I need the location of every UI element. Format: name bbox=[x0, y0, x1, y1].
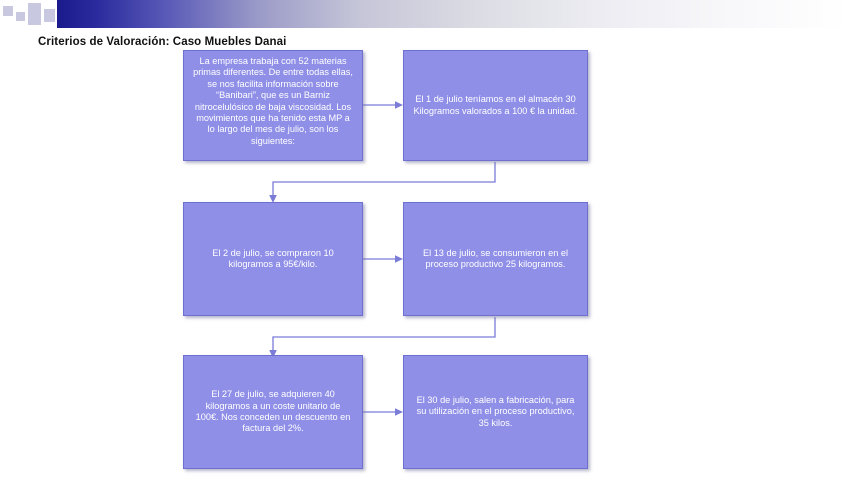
diagram-node-july-27: El 27 de julio, se adquieren 40 kilogram… bbox=[183, 355, 363, 469]
node-text: El 27 de julio, se adquieren 40 kilogram… bbox=[195, 389, 351, 434]
decorative-top-banner bbox=[0, 0, 848, 28]
node-text: El 13 de julio, se consumieron en el pro… bbox=[422, 247, 569, 269]
diagram-node-intro: La empresa trabaja con 52 materias prima… bbox=[183, 50, 363, 161]
node-text: El 30 de julio, salen a fabricación, par… bbox=[416, 394, 575, 428]
diagram-node-july-2: El 2 de julio, se compraron 10 kilogramo… bbox=[183, 202, 363, 316]
banner-square-3 bbox=[28, 3, 41, 25]
banner-square-4 bbox=[44, 9, 55, 22]
diagram-node-july-1: El 1 de julio teníamos en el almacén 30 … bbox=[403, 50, 588, 161]
diagram-node-july-30: El 30 de julio, salen a fabricación, par… bbox=[403, 355, 588, 469]
node-text: La empresa trabaja con 52 materias prima… bbox=[193, 56, 353, 146]
arrow-node3-to-node4 bbox=[363, 252, 405, 266]
banner-square-2 bbox=[16, 12, 25, 21]
banner-gradient-bar bbox=[57, 0, 848, 28]
page-title: Criterios de Valoración: Caso Muebles Da… bbox=[38, 36, 287, 48]
diagram-node-july-13: El 13 de julio, se consumieron en el pro… bbox=[403, 202, 588, 316]
arrow-node4-to-node5 bbox=[265, 315, 505, 361]
arrow-node5-to-node6 bbox=[363, 405, 405, 419]
arrow-node2-to-node3 bbox=[265, 160, 505, 206]
node-text: El 2 de julio, se compraron 10 kilogramo… bbox=[212, 247, 334, 269]
node-text: El 1 de julio teníamos en el almacén 30 … bbox=[413, 94, 578, 116]
banner-square-1 bbox=[3, 6, 13, 16]
arrow-node1-to-node2 bbox=[363, 98, 405, 112]
